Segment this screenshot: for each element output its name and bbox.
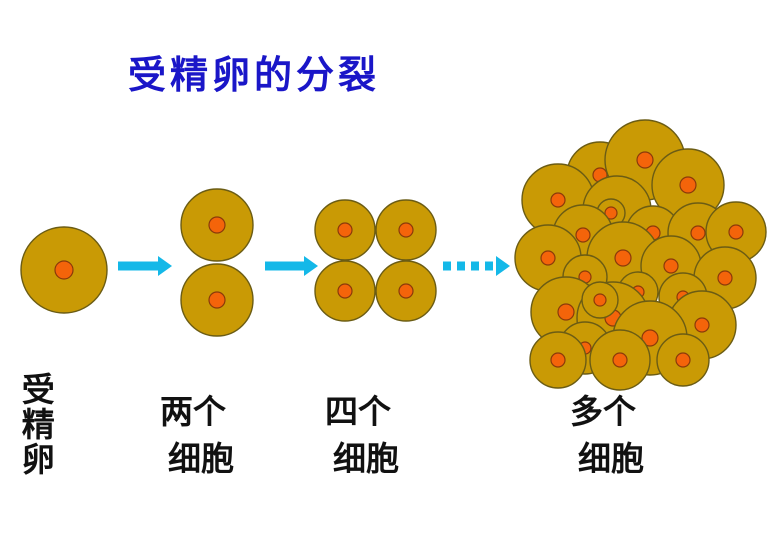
cell-nucleus	[663, 258, 679, 274]
cell-nucleus	[337, 222, 353, 238]
cell-nucleus	[614, 249, 632, 267]
stage-label-four-cell-line2: 细胞	[333, 439, 399, 478]
cell-nucleus	[641, 329, 659, 347]
cell-nucleus	[690, 225, 706, 241]
cell	[180, 263, 254, 337]
cell	[581, 281, 619, 319]
cells-layer	[20, 119, 767, 391]
cell-nucleus	[208, 216, 226, 234]
cell	[314, 199, 376, 261]
cell-nucleus	[54, 260, 74, 280]
stage-label-many-cell: 多个 细胞	[570, 395, 644, 475]
arrow-shaft	[118, 261, 158, 271]
cell	[589, 329, 651, 391]
arrow-2-icon	[265, 256, 318, 276]
cell	[180, 188, 254, 262]
stage-label-many-cell-line1: 多个	[570, 392, 636, 431]
arrow-1-icon	[118, 256, 172, 276]
cell	[656, 333, 710, 387]
arrow-head	[304, 256, 318, 276]
cell	[375, 260, 437, 322]
stage-label-zygote-char2: 精	[16, 407, 56, 442]
stage-label-two-cell-line2: 细胞	[168, 439, 234, 478]
cell-nucleus	[550, 192, 566, 208]
cell-group-four-cell	[314, 199, 437, 322]
cell-nucleus	[540, 250, 556, 266]
stage-label-four-cell-line1: 四个	[325, 392, 391, 431]
arrows-layer	[118, 256, 510, 276]
cell	[529, 331, 587, 389]
stage-label-two-cell-line1: 两个	[160, 392, 226, 431]
cell-group-many-cell	[514, 119, 767, 391]
arrow-head	[496, 256, 510, 276]
stage-label-zygote: 受精卵	[14, 372, 56, 477]
stage-label-zygote-char1: 受	[16, 372, 56, 407]
page-title: 受精卵的分裂	[128, 53, 381, 97]
cell-nucleus	[675, 352, 691, 368]
cell-nucleus	[398, 222, 414, 238]
cell-nucleus	[728, 224, 744, 240]
stage-label-zygote-char3: 卵	[16, 442, 56, 477]
stage-label-many-cell-line2: 细胞	[578, 439, 644, 478]
arrow-dash	[443, 261, 451, 271]
cell-nucleus	[717, 270, 733, 286]
cell-nucleus	[636, 151, 654, 169]
cell-nucleus	[679, 176, 697, 194]
cell-nucleus	[612, 352, 628, 368]
arrow-dash	[457, 261, 465, 271]
cell-group-zygote	[20, 226, 108, 314]
stage-label-two-cell: 两个 细胞	[160, 395, 234, 475]
cell	[375, 199, 437, 261]
cell-nucleus	[604, 206, 618, 220]
cell	[651, 148, 725, 222]
cell-nucleus	[593, 293, 607, 307]
cell-group-two-cell	[180, 188, 254, 337]
arrow-3-icon	[443, 256, 510, 276]
stage-label-four-cell: 四个 细胞	[325, 395, 399, 475]
arrow-shaft	[265, 261, 304, 271]
arrow-head	[158, 256, 172, 276]
cell-nucleus	[208, 291, 226, 309]
cell-nucleus	[550, 352, 566, 368]
arrow-dash	[485, 261, 493, 271]
cell-nucleus	[575, 227, 591, 243]
cell	[314, 260, 376, 322]
arrow-dash	[471, 261, 479, 271]
cell-nucleus	[337, 283, 353, 299]
cell	[20, 226, 108, 314]
cell-nucleus	[557, 303, 575, 321]
cell-nucleus	[398, 283, 414, 299]
cell-nucleus	[694, 317, 710, 333]
